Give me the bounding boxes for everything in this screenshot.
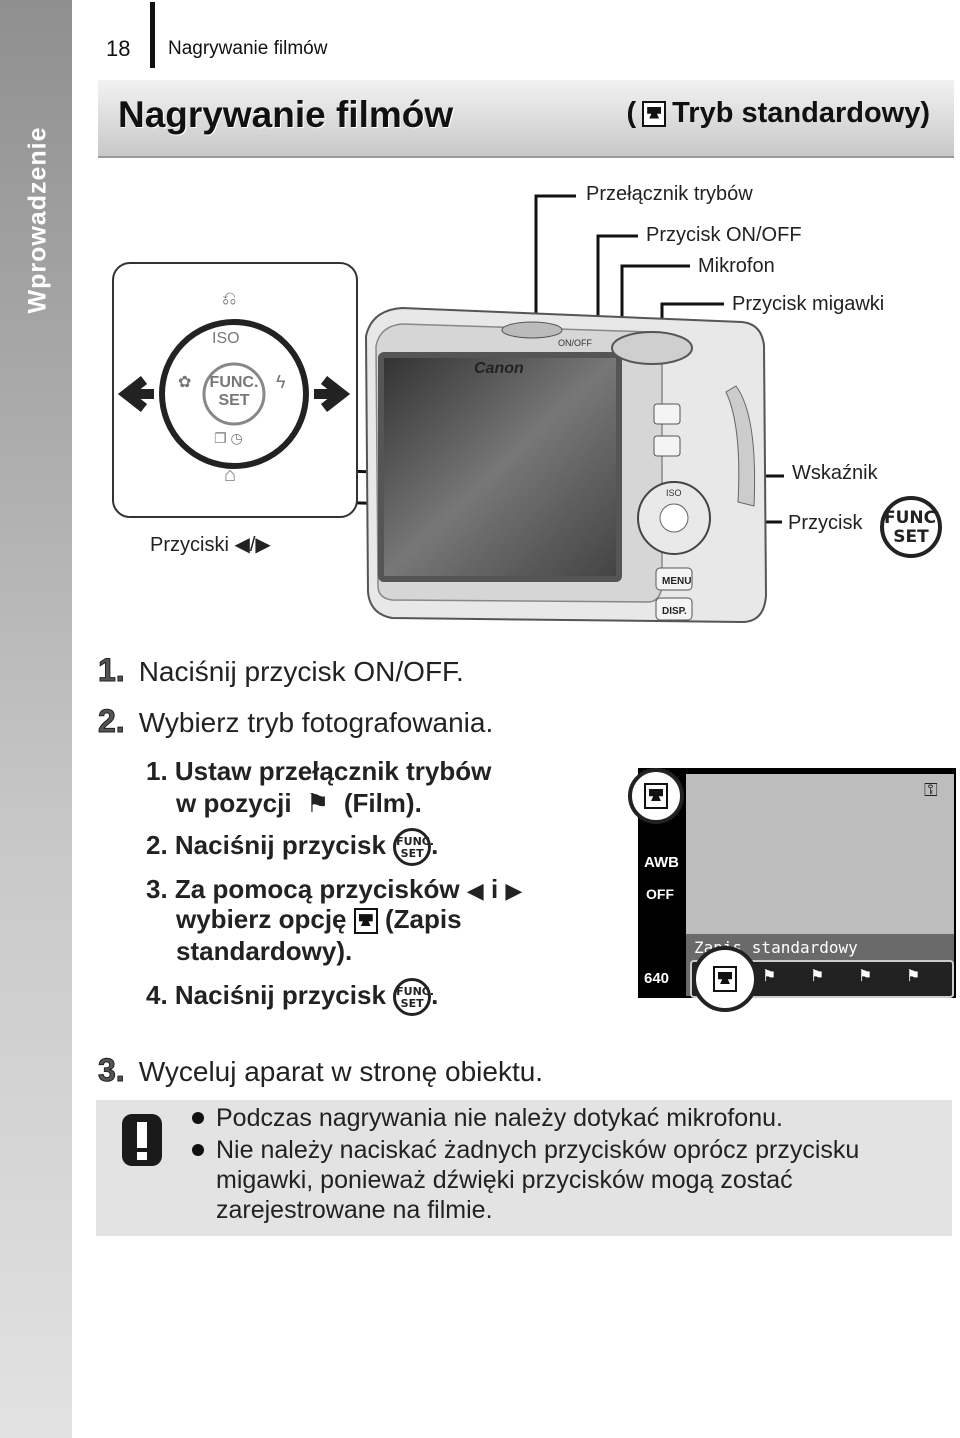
movie-compact-icon: ⚑ <box>762 968 777 985</box>
substep-4: 4. Naciśnij przycisk FUNC.SET. <box>146 978 438 1016</box>
arrows-separator: / <box>249 534 256 556</box>
lcd-selected-option-highlight <box>692 946 758 1012</box>
subtitle-text: Tryb standardowy) <box>672 97 930 129</box>
substep-1b: w pozycji ⚑ (Film). <box>176 788 422 818</box>
callout-microphone: Mikrofon <box>698 255 775 277</box>
standard-movie-icon <box>353 908 378 935</box>
caution-icon <box>114 1110 172 1168</box>
drive-mode-icon: ❐ ◷ <box>214 430 243 446</box>
lcd-flash-off: OFF <box>646 886 674 902</box>
callout-func-button: Przycisk <box>788 512 862 535</box>
subtitle-paren: ( <box>626 97 637 129</box>
note-line-2: Nie należy naciskać żadnych przycisków o… <box>216 1136 860 1164</box>
camera-on-off-label: ON/OFF <box>558 338 592 348</box>
movie-time-lapse-icon: ⚑ <box>906 968 921 985</box>
substep-1a: 1. Ustaw przełącznik trybów <box>146 756 492 786</box>
standard-movie-icon <box>642 100 667 127</box>
note-line-1: Podczas nagrywania nie należy dotykać mi… <box>216 1104 783 1132</box>
callout-func-label: Przycisk <box>788 512 863 534</box>
section-title-bar: Nagrywanie filmów ( Tryb standardowy) <box>98 80 954 158</box>
callout-shutter: Przycisk migawki <box>732 293 885 315</box>
movie-color-swap-icon: ⚑ <box>858 968 873 985</box>
right-arrow-icon: ▶ <box>505 878 523 903</box>
flash-icon: ϟ <box>276 372 286 392</box>
func-set-icon: FUNC.SET <box>880 496 943 558</box>
bullet-icon <box>192 1144 204 1156</box>
movie-mode-icon: ⚑ <box>298 788 337 818</box>
lcd-resolution: 640 <box>644 970 670 987</box>
camera-brand-logo: Canon <box>474 360 524 377</box>
callout-arrows-label: Przyciski <box>150 534 229 556</box>
running-title: Nagrywanie filmów <box>168 38 328 59</box>
macro-icon: ✿ <box>178 374 192 391</box>
left-arrow-icon <box>117 376 154 412</box>
iso-label: ISO <box>212 330 240 347</box>
bullet-icon <box>192 1112 204 1124</box>
standard-movie-icon <box>713 966 737 992</box>
right-arrow-icon: ▶ <box>255 534 271 556</box>
substep-3c: standardowy). <box>176 936 353 966</box>
right-arrow-icon <box>314 376 351 412</box>
note-line-3: migawki, ponieważ dźwięki przycisków mog… <box>216 1166 793 1194</box>
disp-button-label: DISP. <box>662 606 687 617</box>
page-subtitle: ( Tryb standardowy) <box>627 97 931 130</box>
movie-color-accent-icon: ⚑ <box>810 968 825 985</box>
substep-2: 2. Naciśnij przycisk FUNC.SET. <box>146 828 438 866</box>
substep-3b: wybierz opcję (Zapis <box>176 904 462 935</box>
left-arrow-icon: ◀ <box>234 534 250 556</box>
delete-icon: ⌂ <box>224 464 237 486</box>
caution-note: Podczas nagrywania nie należy dotykać mi… <box>96 1100 952 1236</box>
lcd-screen-mockup: Zapis standardowy ⚑ ⚑ ⚑ ⚑ AWB OFF 640 ⚿ <box>628 768 956 1032</box>
lcd-camera-orientation-icon: ⚿ <box>924 780 938 800</box>
callout-mode-switch: Przełącznik trybów <box>586 183 753 205</box>
sidebar-tab: Wprowadzenie <box>0 0 72 1438</box>
step-3: 3.Wyceluj aparat w stronę obiektu. <box>98 1052 544 1089</box>
camera-back-illustration: Canon ON/OFF MENU DISP. ISO <box>362 296 774 636</box>
lcd-white-balance: AWB <box>644 854 679 871</box>
standard-movie-icon <box>644 783 668 809</box>
exposure-icon: ⎌ <box>222 288 237 308</box>
callout-arrow-buttons: Przyciski ◀/▶ <box>150 532 271 557</box>
page-number: 18 <box>106 36 131 61</box>
func-set-icon: FUNC.SET <box>393 978 434 1016</box>
note-line-4: zarejestrowane na filmie. <box>216 1196 493 1224</box>
func-set-label: FUNC.SET <box>209 374 259 409</box>
func-set-icon: FUNC.SET <box>393 828 434 866</box>
step-1: 1.Naciśnij przycisk ON/OFF. <box>98 652 464 689</box>
callout-on-off: Przycisk ON/OFF <box>646 224 802 246</box>
step-2: 2.Wybierz tryb fotografowania. <box>98 703 494 740</box>
menu-button-label: MENU <box>662 576 692 587</box>
callout-indicator: Wskaźnik <box>792 462 878 484</box>
substep-3a: 3. Za pomocą przycisków ◀ i ▶ <box>146 874 523 904</box>
header-divider <box>150 2 155 68</box>
lcd-mode-dial-highlight <box>628 768 684 824</box>
page-title: Nagrywanie filmów <box>118 94 454 135</box>
control-dial-inset: ISO FUNC.SET ⎌ ⌂ ✿ ϟ ❐ ◷ <box>112 262 358 518</box>
camera-iso-label: ISO <box>666 488 682 498</box>
left-arrow-icon: ◀ <box>466 878 484 903</box>
